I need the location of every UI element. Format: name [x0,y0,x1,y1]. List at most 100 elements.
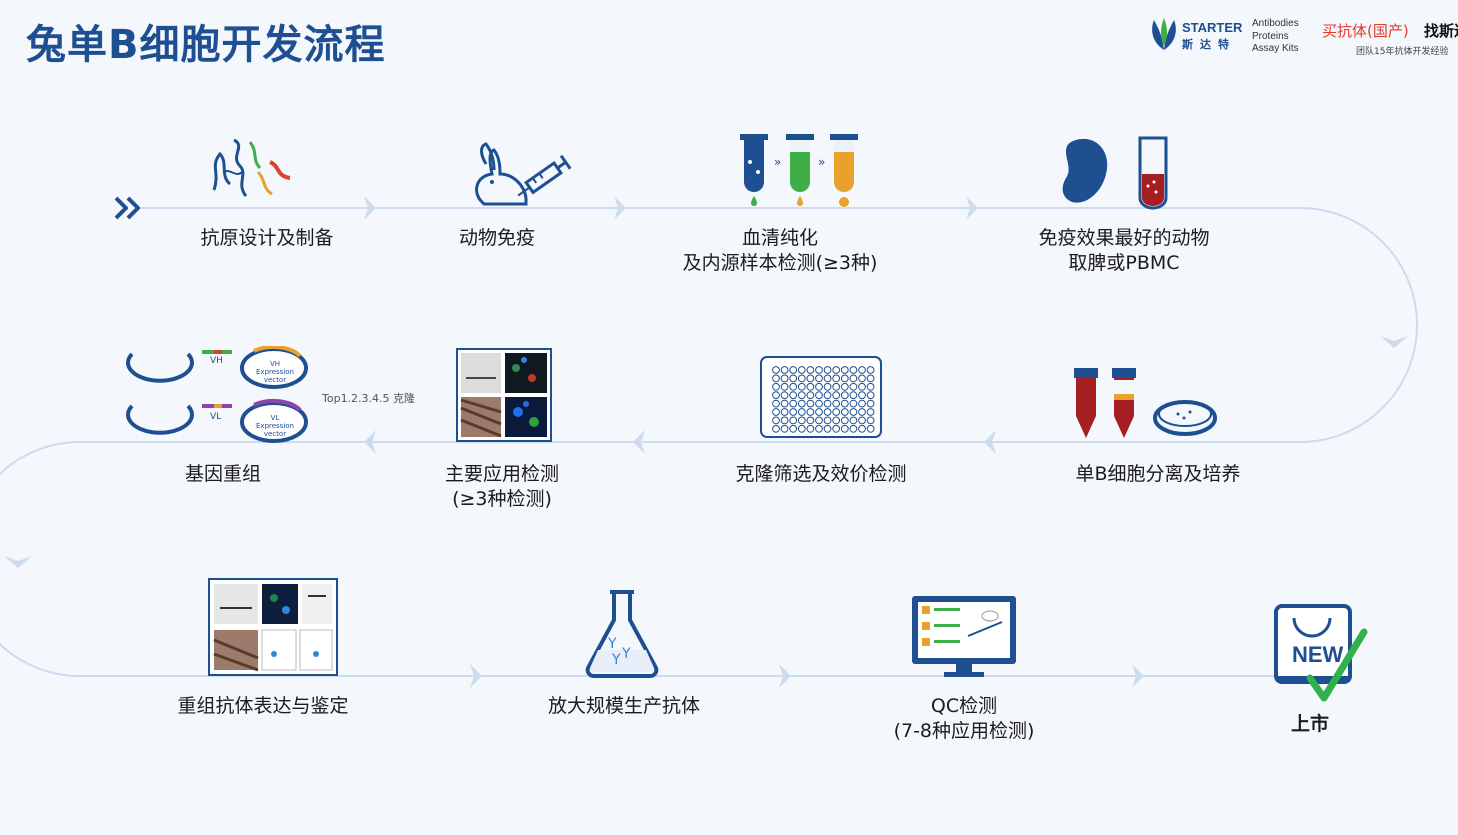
svg-text:Y: Y [611,652,621,668]
well [849,366,858,374]
step-label: 单B细胞分离及培养 [1075,462,1240,487]
step-label-line1: 上市 [1290,713,1330,735]
well [858,408,866,416]
well [797,382,806,391]
step-label-line1: 放大规模生产抗体 [547,695,701,717]
well [832,408,841,416]
well [849,424,858,433]
well [840,408,849,416]
step-label-line1: 血清纯化 [741,227,818,249]
well [806,366,815,374]
new-bag-icon [1274,604,1368,702]
step-label-line2: (≥3种检测) [452,488,552,510]
well [780,382,789,391]
well [806,416,815,425]
step-label-line1: 重组抗体表达与鉴定 [177,695,349,717]
well [858,416,866,425]
find-starter-text: 找斯达 [1424,22,1458,40]
step-label: 抗原设计及制备 [200,226,333,251]
step-label: 克隆筛选及效价检测 [735,462,906,487]
step-label-line1: 克隆筛选及效价检测 [735,463,907,485]
well [815,366,823,374]
well [823,374,832,383]
well [840,399,849,408]
starter-logo-icon [1152,18,1176,50]
flask-icon: Y Y Y [585,590,659,678]
well [797,399,806,408]
top-clones-label: Top1.2.3.4.5 克隆 [322,392,416,405]
well [858,366,866,374]
well [858,382,866,391]
rabbit-syringe-icon [475,142,572,206]
well [772,366,780,374]
vl-vector-label: VL Expression vector [256,414,294,438]
well [840,416,849,425]
svg-text:Y: Y [607,636,617,652]
step-label: 放大规模生产抗体 [548,694,700,719]
well [815,391,823,400]
well [849,391,858,400]
test-tubes-icon: » » [740,134,858,207]
spleen-tube-icon [1062,136,1168,210]
well [789,408,798,416]
well [772,416,780,425]
well [806,399,815,408]
well [832,424,841,433]
step-label: 基因重组 [185,462,261,487]
well [815,382,823,391]
well [789,424,798,433]
well [780,399,789,408]
well [832,366,841,374]
step-label: 动物免疫 [459,226,535,251]
well [815,424,823,433]
well [866,366,875,374]
vh-label: VH [210,356,223,366]
well [772,408,780,416]
brand-header: STARTER 斯达特 Antibodies Proteins Assay Ki… [1148,16,1458,60]
well [797,424,806,433]
brand-tag: Antibodies [1252,18,1299,29]
well [772,424,780,433]
well [780,416,789,425]
well [849,416,858,425]
well [780,374,789,383]
well [866,416,875,425]
brand-tag: Proteins [1252,30,1289,42]
well [797,391,806,400]
vh-vector-label: VH Expression vector [256,360,294,384]
step-label-line1: QC检测 [930,695,998,717]
team-experience-text: 团队15年抗体开发经验 [1356,47,1449,57]
assay-images-icon [456,348,552,442]
well [815,399,823,408]
well [840,391,849,400]
well [849,374,858,383]
well [789,416,798,425]
well [797,366,806,374]
step-label-line1: 基因重组 [184,463,262,485]
blood-tubes-dish-icon [1074,368,1217,438]
protein-icon [212,138,291,197]
well [866,408,875,416]
well [832,416,841,425]
well [815,408,823,416]
step-label: 上市 [1291,712,1329,737]
well [858,374,866,383]
well [866,382,875,391]
well [780,408,789,416]
well [780,391,789,400]
well [772,399,780,408]
svg-text:»: » [818,155,825,169]
well [772,374,780,383]
well [866,424,875,433]
well [832,382,841,391]
well [806,408,815,416]
well [858,424,866,433]
well [789,374,798,383]
step-label-line2: (7-8种应用检测) [893,720,1035,742]
well [823,366,832,374]
buy-antibody-text: 买抗体(国产) [1322,22,1409,40]
well [866,399,875,408]
well [772,382,780,391]
step-label: 重组抗体表达与鉴定 [177,694,348,719]
